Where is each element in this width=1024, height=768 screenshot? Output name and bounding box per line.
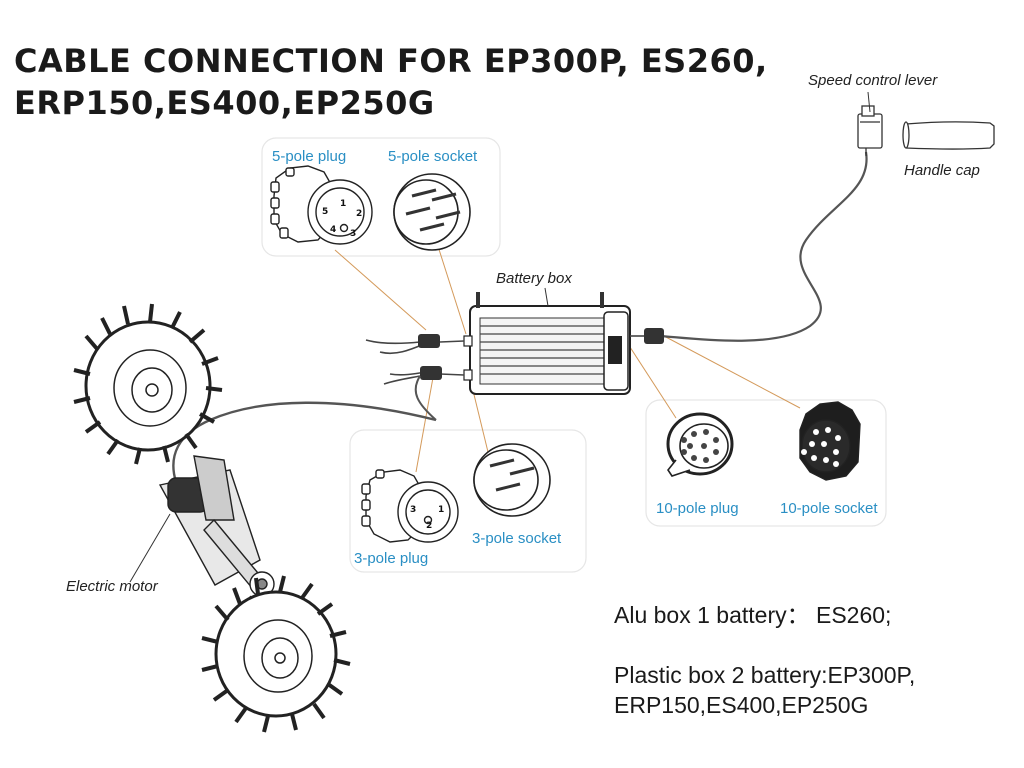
- ten-pole-plug-drawing: [666, 412, 734, 477]
- three-pole-socket-label: 3-pole socket: [472, 530, 562, 547]
- motor-cable: [172, 401, 437, 483]
- pin-number: 3: [410, 505, 416, 515]
- plastic-box-note-line-2: ERP150,ES400,EP250G: [614, 692, 869, 718]
- five-pole-plug-drawing: [270, 165, 373, 245]
- throttle-cable: [659, 151, 868, 342]
- pin-number: 1: [340, 199, 346, 209]
- lower-wheel-drawing: [201, 575, 351, 733]
- battery-box-drawing: [463, 292, 631, 395]
- inline-connectors: [418, 328, 664, 380]
- upper-wheel-drawing: [73, 303, 223, 465]
- three-pole-plug-drawing: [361, 469, 459, 543]
- battery-box-label: Battery box: [496, 270, 572, 287]
- pin-number: 1: [438, 505, 444, 515]
- three-pole-socket-drawing: [473, 443, 551, 517]
- speed-control-lever-label: Speed control lever: [808, 72, 938, 89]
- ten-pole-plug-label: 10-pole plug: [656, 500, 739, 517]
- pin-number: 2: [426, 521, 432, 531]
- plastic-box-note-line-1: Plastic box 2 battery:EP300P,: [614, 662, 916, 688]
- diagram-title: CABLE CONNECTION FOR EP300P, ES260, ERP1…: [14, 40, 768, 124]
- electric-motor-label: Electric motor: [66, 578, 158, 595]
- handle-cap-drawing: [902, 121, 995, 150]
- pin-number: 5: [322, 207, 328, 217]
- pin-number: 2: [356, 209, 362, 219]
- pin-number: 3: [350, 229, 356, 239]
- three-pole-plug-label: 3-pole plug: [354, 550, 429, 567]
- five-pole-pin-numbers: 1 2 3 4 5: [322, 199, 362, 239]
- ten-pole-socket-drawing: [799, 401, 861, 481]
- three-pole-pin-numbers: 1 2 3: [410, 505, 444, 531]
- ten-pole-socket-label: 10-pole socket: [780, 500, 878, 517]
- title-line-1: CABLE CONNECTION FOR EP300P, ES260,: [14, 42, 768, 80]
- five-pole-socket-drawing: [393, 173, 471, 251]
- alu-box-note: Alu box 1 battery： ES260;: [614, 602, 892, 628]
- speed-control-lever-drawing: [857, 105, 883, 156]
- pin-number: 4: [330, 225, 336, 235]
- five-pole-socket-label: 5-pole socket: [388, 148, 478, 165]
- five-pole-plug-label: 5-pole plug: [272, 148, 347, 165]
- title-line-2: ERP150,ES400,EP250G: [14, 84, 435, 122]
- handle-cap-label: Handle cap: [904, 162, 980, 179]
